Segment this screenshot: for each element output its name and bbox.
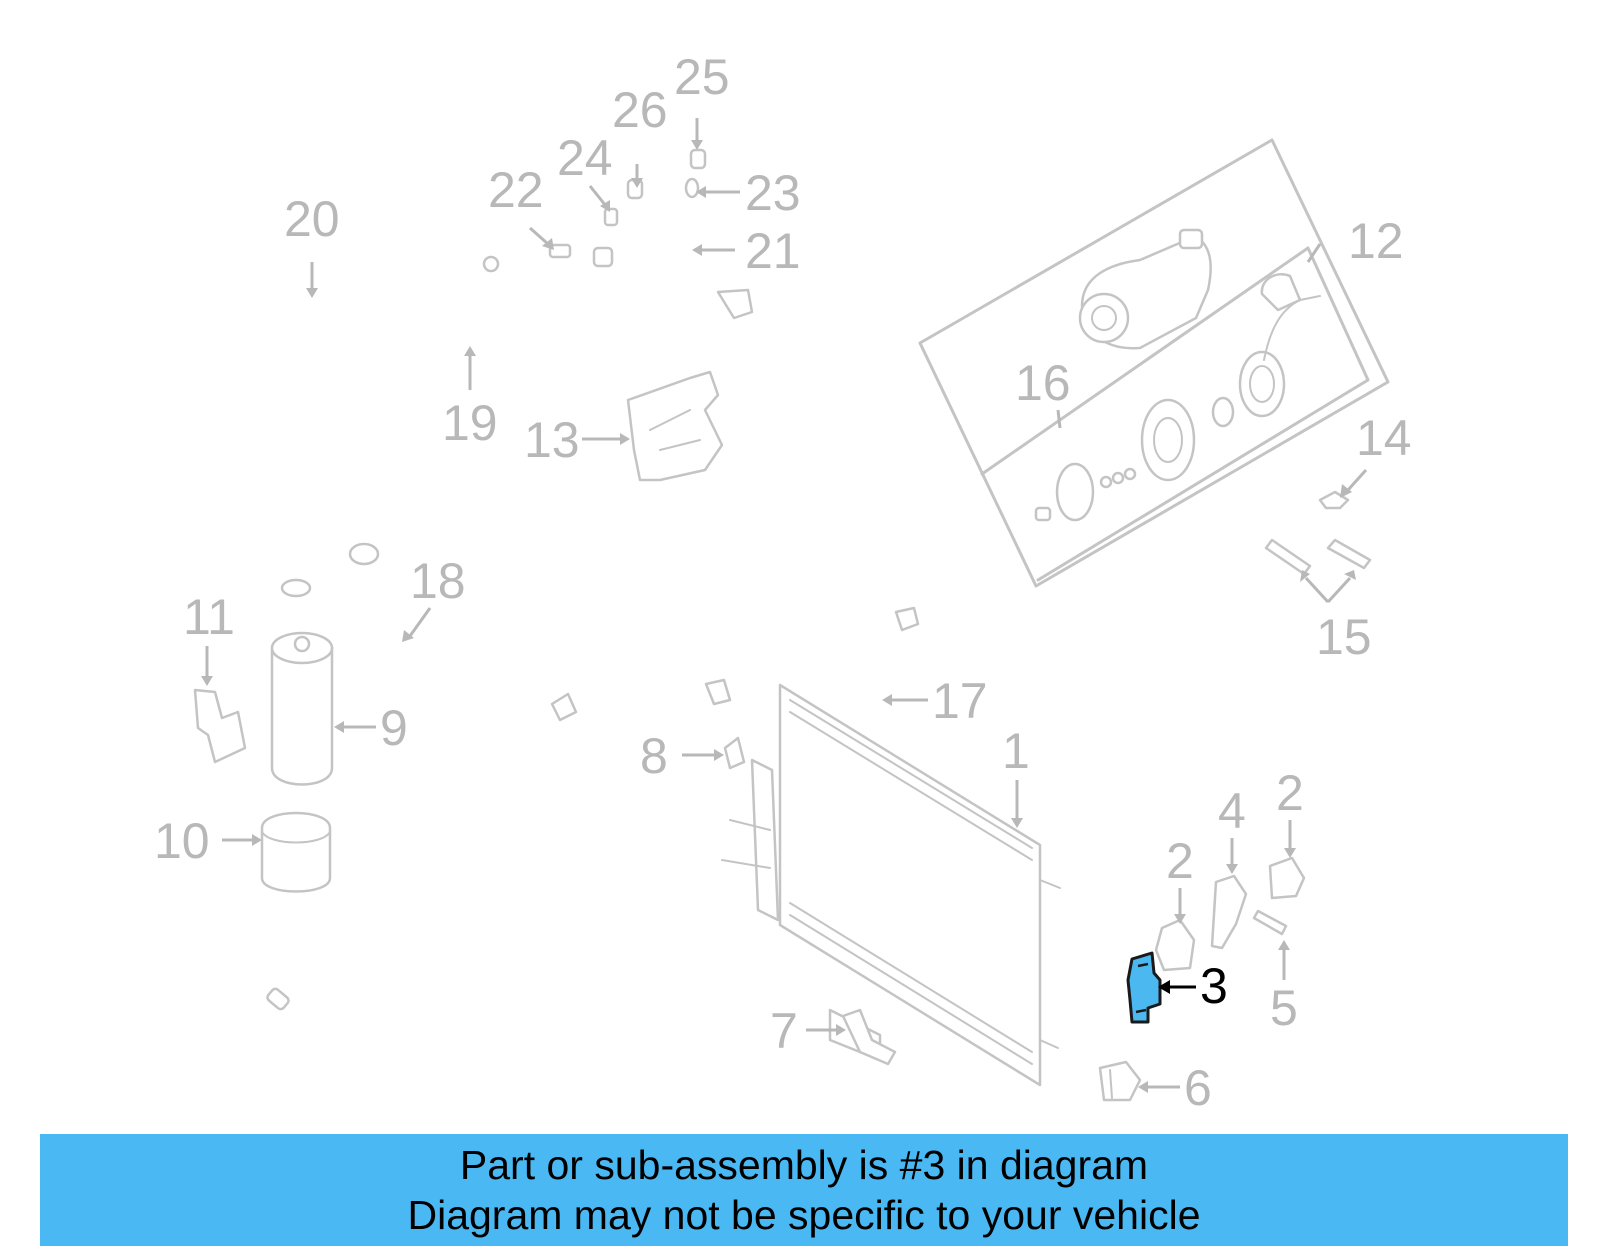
- part-8-fitting: [723, 736, 746, 770]
- part-7-bracket: [841, 1008, 897, 1066]
- callout-3-highlighted: 3: [1200, 958, 1228, 1014]
- part-2-mount-a: [1154, 918, 1196, 972]
- callout-23: 23: [745, 165, 801, 221]
- callout-6: 6: [1184, 1060, 1212, 1116]
- banner-line-part: Part or sub-assembly is #3 in diagram: [459, 1142, 1149, 1188]
- part-21-line: [592, 240, 692, 268]
- callout-19: 19: [442, 395, 498, 451]
- part-18-hose: [348, 542, 578, 757]
- part-13-bracket: [626, 370, 724, 482]
- part-23-oring: [684, 177, 700, 199]
- part-22-fitting: [548, 243, 572, 259]
- part-10-strap: [260, 811, 332, 893]
- callout-11: 11: [183, 589, 235, 645]
- callout-16: 16: [1015, 355, 1071, 411]
- callout-2-left: 2: [1166, 833, 1194, 889]
- callout-25: 25: [674, 49, 730, 105]
- part-25-cap: [689, 148, 707, 170]
- callout-arrows: [201, 118, 1368, 1093]
- callout-17: 17: [932, 673, 988, 729]
- callout-7: 7: [770, 1003, 798, 1059]
- part-19-hose: [280, 288, 754, 598]
- part-20-hose: [102, 255, 500, 1011]
- callout-labels: 20 19 22 24 26 25 23 21 13 12 16 14 15 1…: [154, 49, 1412, 1116]
- part-15-bolts: [1264, 538, 1372, 576]
- part-17-hose: [682, 594, 920, 706]
- callout-24: 24: [557, 130, 613, 186]
- part-12-compressor-box: [918, 138, 1390, 588]
- part-16-clutch: [1034, 273, 1321, 522]
- part-11-bracket: [193, 688, 247, 764]
- part-3-highlighted: [1126, 951, 1162, 1024]
- callout-22: 22: [488, 162, 544, 218]
- callout-20: 20: [284, 191, 340, 247]
- callout-18: 18: [410, 553, 466, 609]
- callout-4: 4: [1218, 783, 1246, 839]
- callout-13: 13: [524, 412, 580, 468]
- info-banner: Part or sub-assembly is #3 in diagram Di…: [40, 1134, 1568, 1246]
- callout-21: 21: [745, 223, 801, 279]
- part-2-mount-b: [1268, 856, 1306, 900]
- callout-8: 8: [640, 728, 668, 784]
- callout-14: 14: [1356, 410, 1412, 466]
- callout-1: 1: [1002, 723, 1030, 779]
- callout-10: 10: [154, 813, 210, 869]
- callout-9: 9: [380, 700, 408, 756]
- callout-15: 15: [1316, 609, 1372, 665]
- callout-12: 12: [1348, 213, 1404, 269]
- banner-line-disclaimer: Diagram may not be specific to your vehi…: [407, 1192, 1201, 1238]
- part-24-fitting: [603, 207, 619, 227]
- part-9-receiver-drier: [270, 631, 334, 786]
- callout-2-right: 2: [1276, 765, 1304, 821]
- part-6-mount: [1098, 1060, 1142, 1102]
- callout-5: 5: [1270, 980, 1298, 1036]
- callout-26: 26: [612, 82, 668, 138]
- part-5-bolt: [1252, 909, 1288, 936]
- part-4-bracket: [1210, 874, 1248, 950]
